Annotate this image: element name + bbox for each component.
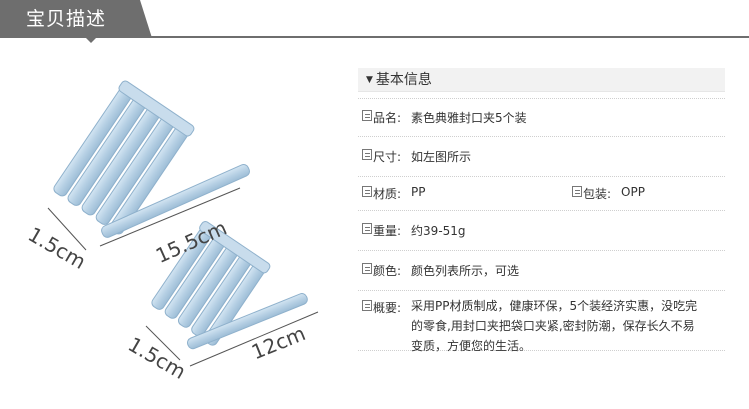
spec-title: 基本信息: [375, 72, 432, 88]
spec-title-bar: ▼基本信息: [358, 68, 725, 92]
document-icon: [362, 300, 372, 311]
spec-value: 颜色列表所示，可选: [411, 264, 520, 278]
small-clip-set: [145, 221, 319, 367]
document-icon: [362, 149, 372, 160]
clip-illustration: [47, 80, 319, 367]
spec-value: PP: [411, 185, 426, 199]
spec-key: 材质:: [373, 187, 402, 201]
spec-key: 重量:: [373, 224, 402, 238]
spec-table: 品名: 素色典雅封口夹5个装 尺寸: 如左图所示 材质: PP 包装: OPP: [358, 98, 725, 353]
large-clip-set: [47, 80, 250, 251]
spec-value: 约39-51g: [411, 224, 466, 238]
spec-key: 概要:: [373, 301, 402, 315]
document-icon: [362, 223, 372, 234]
spec-key: 包装:: [583, 187, 612, 201]
document-icon: [362, 110, 372, 121]
section-title: 宝贝描述: [26, 8, 107, 30]
document-icon: [572, 186, 582, 197]
spec-panel: ▼基本信息 品名: 素色典雅封口夹5个装 尺寸: 如左图所示 材质: PP: [358, 68, 725, 353]
header-underline: [0, 36, 749, 38]
spec-key: 尺寸:: [373, 150, 402, 164]
spec-value: 采用PP材质制成，健康环保，5个装经济实惠，没吃完的零食,用封口夹把袋口夹紧,密…: [411, 299, 698, 353]
spec-value: 如左图所示: [411, 150, 472, 164]
spec-row-color: 颜色: 颜色列表所示，可选: [358, 251, 725, 291]
spec-value: 素色典雅封口夹5个装: [411, 111, 527, 125]
spec-row-weight: 重量: 约39-51g: [358, 211, 725, 251]
spec-row-size: 尺寸: 如左图所示: [358, 137, 725, 177]
spec-row-name: 品名: 素色典雅封口夹5个装: [358, 99, 725, 137]
spec-row-material-package: 材质: PP 包装: OPP: [358, 177, 725, 211]
caret-down-icon: ▼: [366, 75, 373, 85]
document-icon: [362, 263, 372, 274]
header-pointer: [86, 38, 96, 43]
spec-key: 品名:: [373, 111, 402, 125]
spec-row-overview: 概要: 采用PP材质制成，健康环保，5个装经济实惠，没吃完的零食,用封口夹把袋口…: [358, 291, 725, 353]
section-title-tab: 宝贝描述: [0, 0, 152, 38]
document-icon: [362, 186, 372, 197]
spec-key: 颜色:: [373, 264, 402, 278]
product-image: 1.5cm 15.5cm 1.5cm 12cm: [0, 50, 350, 409]
spec-value: OPP: [621, 185, 645, 199]
